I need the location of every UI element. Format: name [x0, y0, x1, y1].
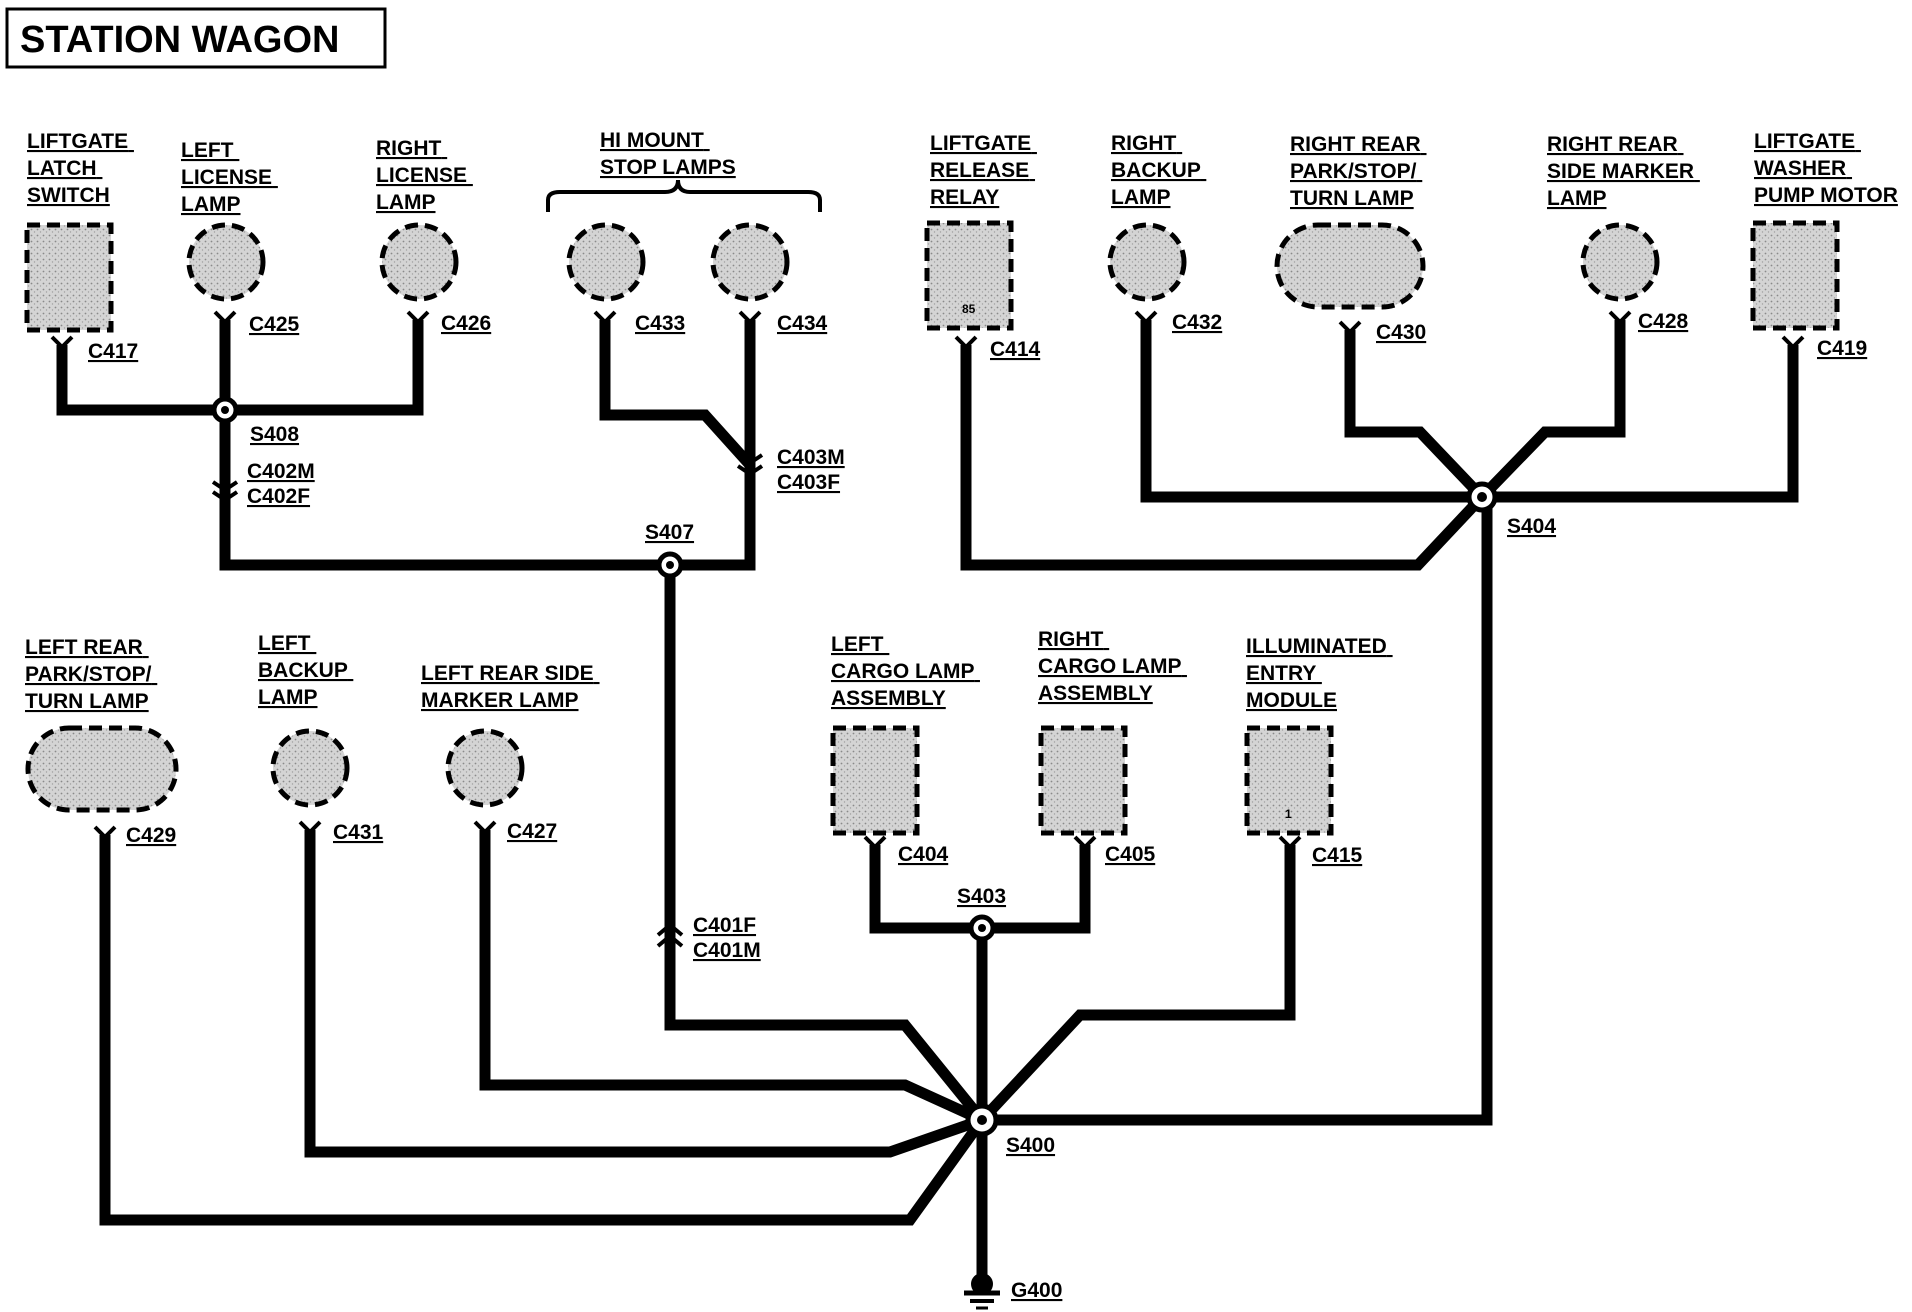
connector-c401f: C401F — [693, 914, 756, 937]
connector-c414: C414 — [990, 338, 1041, 361]
wire-c428-s404 — [1478, 320, 1626, 501]
label-illuminated-entry-module: ILLUMINATED ENTRY MODULE — [1246, 635, 1393, 712]
ground-g400-icon — [964, 1273, 1000, 1310]
label-liftgate-release-relay: LIFTGATE RELEASE RELAY — [930, 132, 1037, 209]
ground-label-g400: G400 — [1011, 1279, 1062, 1302]
splice-label-s404: S404 — [1507, 515, 1556, 538]
connector-c419: C419 — [1817, 337, 1867, 360]
connector-c430: C430 — [1376, 321, 1426, 344]
connector-c434: C434 — [777, 312, 828, 335]
connector-c417: C417 — [88, 340, 138, 363]
wire-c417-s408 — [56, 345, 225, 416]
connector-c404: C404 — [898, 843, 949, 866]
right-rear-side-marker-lamp — [1580, 222, 1660, 302]
connector-labels: C417 C425 C426 C433 C434 C414 C432 C430 … — [88, 310, 1867, 962]
connector-c401m: C401M — [693, 939, 761, 962]
wire-s408-s407 — [219, 410, 670, 571]
connector-c415: C415 — [1312, 844, 1363, 867]
label-right-cargo-lamp-assembly: RIGHT CARGO LAMP ASSEMBLY — [1038, 628, 1187, 705]
connector-c433: C433 — [635, 312, 685, 335]
connector-c402f: C402F — [247, 485, 310, 508]
liftgate-release-relay-pin: 85 — [962, 302, 976, 316]
wire-c405-s403 — [982, 845, 1091, 934]
label-left-rear-park-stop-turn-lamp: LEFT REAR PARK/STOP/ TURN LAMP — [25, 636, 157, 713]
label-liftgate-latch-switch: LIFTGATE LATCH SWITCH — [27, 130, 134, 207]
left-rear-park-stop-turn-lamp — [25, 725, 179, 813]
liftgate-washer-pump-motor — [1750, 220, 1840, 331]
wire-c434-c403 — [670, 320, 756, 571]
connector-c428: C428 — [1638, 310, 1689, 333]
splices — [211, 396, 1498, 1137]
label-left-backup-lamp: LEFT BACKUP LAMP — [258, 632, 353, 709]
connector-c432: C432 — [1172, 311, 1222, 334]
wire-c426-s408 — [225, 320, 424, 416]
component-labels: LIFTGATE LATCH SWITCH LEFT LICENSE LAMP … — [25, 129, 1898, 713]
pin-chevrons — [50, 310, 1805, 850]
splice-label-s407: S407 — [645, 521, 694, 544]
wire-c429-s400 — [99, 835, 987, 1226]
label-left-license-lamp: LEFT LICENSE LAMP — [181, 139, 278, 216]
left-rear-side-marker-lamp — [445, 728, 525, 808]
connector-c425: C425 — [249, 313, 300, 336]
wires — [56, 320, 1799, 1275]
liftgate-release-relay — [924, 220, 1014, 331]
illuminated-entry-module — [1244, 725, 1334, 836]
wire-c404-s403 — [869, 845, 982, 934]
wire-c431-s400 — [304, 830, 984, 1158]
right-license-lamp — [379, 222, 459, 302]
wire-s404-s400 — [982, 497, 1493, 1126]
connector-c431: C431 — [333, 821, 384, 844]
wire-c419-s404 — [1482, 345, 1799, 503]
splice-labels: S408 S407 S404 S403 S400 G400 — [250, 423, 1556, 1302]
splice-label-s400: S400 — [1006, 1134, 1055, 1157]
label-hi-mount-stop-lamps: HI MOUNT STOP LAMPS — [600, 129, 736, 179]
connector-c403f: C403F — [777, 471, 840, 494]
left-license-lamp — [186, 222, 266, 302]
wire-c433-c403 — [599, 320, 755, 469]
hi-mount-stop-lamp-right — [710, 222, 790, 302]
inline-connector-c401 — [656, 922, 684, 948]
wire-c432-s404 — [1140, 320, 1482, 503]
wire-c415-s400 — [977, 845, 1296, 1124]
label-left-cargo-lamp-assembly: LEFT CARGO LAMP ASSEMBLY — [831, 633, 980, 710]
right-backup-lamp — [1107, 222, 1187, 302]
wire-c427-s400 — [479, 830, 985, 1126]
label-right-license-lamp: RIGHT LICENSE LAMP — [376, 137, 473, 214]
connector-c426: C426 — [441, 312, 491, 335]
connector-c403m: C403M — [777, 446, 845, 469]
connector-c429: C429 — [126, 824, 176, 847]
diagram-title: STATION WAGON — [20, 19, 339, 61]
label-right-rear-park-stop-turn-lamp: RIGHT REAR PARK/STOP/ TURN LAMP — [1290, 133, 1427, 210]
splice-label-s403: S403 — [957, 885, 1006, 908]
hi-mount-stop-lamp-left — [566, 222, 646, 302]
inline-connector-c403 — [736, 453, 764, 477]
label-right-backup-lamp: RIGHT BACKUP LAMP — [1111, 132, 1206, 209]
illuminated-entry-module-pin: 1 — [1285, 807, 1292, 821]
inline-connector-c402 — [211, 480, 239, 503]
wire-c414-s404 — [960, 345, 1487, 571]
label-right-rear-side-marker-lamp: RIGHT REAR SIDE MARKER LAMP — [1547, 133, 1700, 210]
connector-c402m: C402M — [247, 460, 315, 483]
label-left-rear-side-marker-lamp: LEFT REAR SIDE MARKER LAMP — [421, 662, 600, 712]
wire-c430-s404 — [1344, 330, 1486, 501]
liftgate-latch-switch — [24, 222, 114, 333]
right-rear-park-stop-turn-lamp — [1274, 222, 1426, 310]
connector-c427: C427 — [507, 820, 557, 843]
components: 85 1 — [24, 179, 1840, 836]
title-box: STATION WAGON — [5, 7, 387, 69]
connector-c405: C405 — [1105, 843, 1156, 866]
right-cargo-lamp-assembly — [1038, 725, 1128, 836]
left-cargo-lamp-assembly — [830, 725, 920, 836]
label-liftgate-washer-pump-motor: LIFTGATE WASHER PUMP MOTOR — [1754, 130, 1898, 207]
splice-label-s408: S408 — [250, 423, 299, 446]
left-backup-lamp — [270, 728, 350, 808]
hi-mount-bracket — [546, 179, 822, 212]
wire-s407-s400 — [664, 565, 987, 1124]
